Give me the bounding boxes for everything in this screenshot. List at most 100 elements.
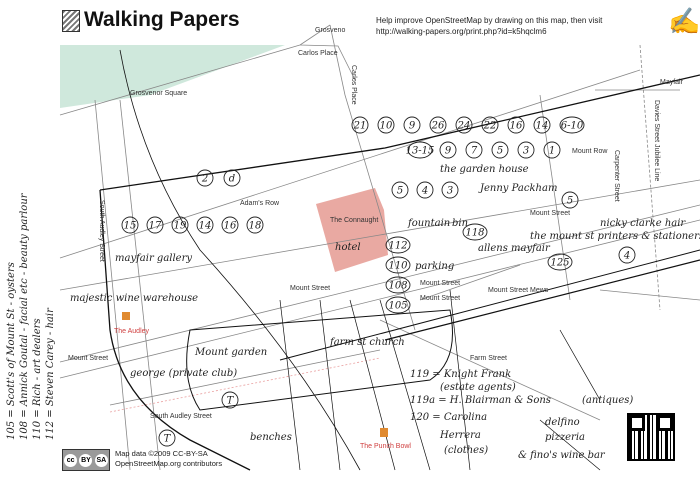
street-label: South Audley Street	[98, 200, 105, 262]
street-label: Farm Street	[470, 355, 507, 362]
marker-number: 1	[549, 146, 555, 157]
marker-circle	[462, 223, 488, 241]
marker-number: 3	[447, 186, 453, 197]
annotation: 120 = Carolina	[410, 412, 487, 423]
street-label: Mount Street	[290, 285, 330, 292]
marker-number: 17	[149, 221, 162, 232]
poi-label: The Punch Bowl	[360, 443, 411, 450]
annotation: 110 = Rich - art dealers	[32, 318, 43, 440]
marker-number: 19	[174, 221, 187, 232]
marker-number: d	[229, 174, 235, 185]
by-label: BY	[79, 453, 93, 467]
marker-number: 4	[623, 251, 630, 262]
marker-circle	[543, 141, 561, 159]
marker-circle	[403, 116, 421, 134]
street-label: Carlos Place	[298, 50, 338, 57]
marker-circle	[385, 276, 411, 294]
poi-label: The Audley	[114, 328, 150, 335]
marker-circle	[196, 169, 214, 187]
pub-icon	[122, 312, 130, 320]
annotation: george (private club)	[130, 368, 237, 379]
handwritten-annotations: hotel Mount garden farm st church benche…	[6, 164, 700, 461]
street-label: Mount Street	[68, 355, 108, 362]
marker-number: 108	[388, 281, 407, 292]
marker-circle	[146, 216, 164, 234]
marker-circle	[455, 116, 473, 134]
street-label: Mount Street	[420, 280, 460, 287]
marker-number: 9	[445, 146, 452, 157]
print-url-link[interactable]: http://walking-papers.org/print.php?id=k…	[376, 27, 547, 36]
marker-number: 4	[421, 186, 428, 197]
marker-circle	[507, 116, 525, 134]
street-label: Mount Street Mews	[488, 287, 549, 294]
annotation: (estate agents)	[440, 382, 516, 393]
help-line: Help improve OpenStreetMap by drawing on…	[376, 16, 603, 25]
street-label: South Audley Street	[150, 413, 212, 420]
annotation: farm st church	[329, 337, 405, 348]
marker-number: 24	[457, 121, 471, 132]
annotation: allens mayfair	[478, 243, 551, 254]
marker-number: 14	[199, 221, 212, 232]
map-credits: Map data ©2009 CC-BY-SA OpenStreetMap.or…	[115, 449, 222, 469]
pub-icon	[380, 428, 388, 437]
marker-circle	[561, 191, 579, 209]
marker-number: 7	[471, 146, 478, 157]
marker-circle	[465, 141, 483, 159]
marker-number: 26	[431, 121, 445, 132]
annotation: (clothes)	[444, 445, 488, 456]
marker-number: 9	[409, 121, 416, 132]
street-label: Davies Street Jubilee Line	[653, 100, 660, 181]
annotation: mayfair gallery	[115, 253, 192, 264]
pen-hand-icon: ✍	[668, 6, 700, 36]
marker-number: 21	[353, 121, 367, 132]
annotation: the mount st printers & stationers	[530, 231, 700, 242]
annotation: & fino's wine bar	[518, 450, 606, 461]
marker-number: 125	[550, 258, 569, 269]
marker-circle	[429, 116, 447, 134]
annotation: pizzeria	[545, 432, 585, 443]
annotation: the garden house	[440, 164, 529, 175]
grosvenor-square-park	[60, 45, 285, 108]
marker-number: 18	[249, 221, 262, 232]
cc-label: cc	[64, 453, 78, 467]
annotation: 108 = Annick Goutal - facial etc - beaut…	[19, 192, 30, 440]
street-label: Grosveno	[315, 27, 345, 34]
marker-circle	[491, 141, 509, 159]
marker-circle	[439, 141, 457, 159]
marker-circle	[407, 141, 433, 159]
annotation: nicky clarke hair	[600, 218, 686, 229]
marker-circle	[377, 116, 395, 134]
marker-circle	[196, 216, 214, 234]
contributors-text: OpenStreetMap.org contributors	[115, 459, 223, 468]
annotation: bin	[452, 218, 468, 229]
marker-circle	[171, 216, 189, 234]
annotation: (antiques)	[582, 395, 633, 406]
annotation: Jenny Packham	[478, 183, 557, 194]
marker-circle	[391, 181, 409, 199]
annotation: 112 = Steven Carey - hair	[45, 307, 56, 440]
marker-circle	[416, 181, 434, 199]
page-title: Walking Papers	[84, 8, 240, 31]
marker-circle	[246, 216, 264, 234]
marker-circle	[533, 116, 551, 134]
marker-circle	[385, 256, 411, 274]
marker-number: 110	[388, 261, 408, 272]
marker-circle	[547, 253, 573, 271]
marker-circle	[223, 169, 241, 187]
marker-number: 5	[567, 196, 573, 207]
street-lines	[59, 24, 700, 471]
connaught-hotel-area	[316, 188, 388, 272]
marker-circle	[517, 141, 535, 159]
marker-number: T	[164, 434, 172, 445]
marker-number: 3	[523, 146, 529, 157]
sa-label: SA	[94, 453, 108, 467]
marker-number: 5	[497, 146, 503, 157]
marker-circle	[618, 246, 636, 264]
annotation: majestic wine warehouse	[70, 293, 198, 304]
street-label: Adam's Row	[240, 200, 280, 207]
walking-papers-logo-icon	[62, 10, 80, 32]
annotation: hotel	[335, 242, 361, 253]
marker-number: 15	[124, 221, 137, 232]
annotation: delfino	[545, 417, 580, 428]
